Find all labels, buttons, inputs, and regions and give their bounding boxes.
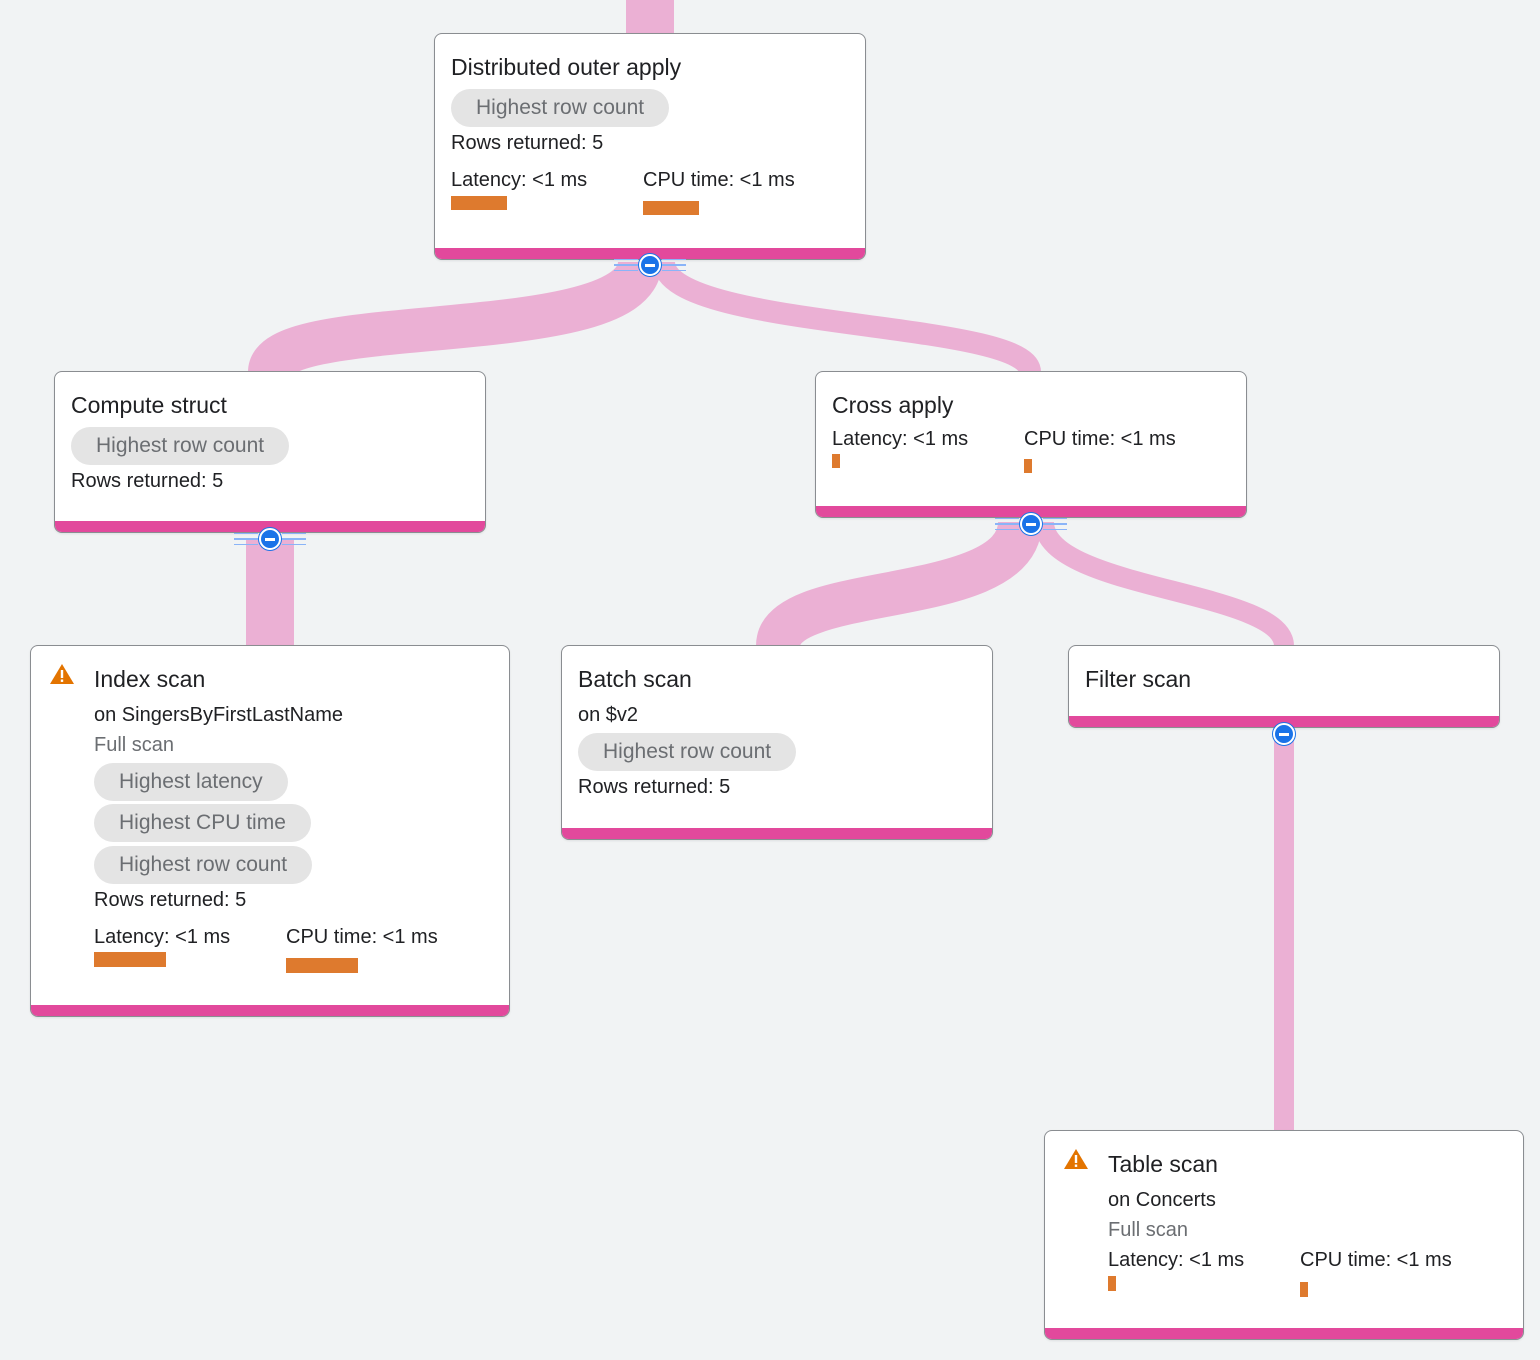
node-index-scan[interactable]: Index scan on SingersByFirstLastName Ful… — [30, 645, 510, 1017]
edge-outer-apply-to-cross-apply — [653, 259, 1041, 376]
node-title: Compute struct — [71, 392, 227, 418]
node-title: Index scan — [94, 666, 206, 692]
node-title: Filter scan — [1085, 666, 1192, 692]
collapse-minus-icon[interactable] — [639, 254, 661, 276]
collapse-minus-icon[interactable] — [1273, 723, 1295, 745]
collapse-cross-apply-toggle[interactable] — [995, 513, 1067, 535]
connector-lines-right — [282, 533, 306, 545]
cpu-time-bar — [286, 958, 358, 973]
highest-row-count-badge: Highest row count — [451, 89, 670, 127]
cpu-time-bar — [643, 201, 699, 215]
node-title: Batch scan — [578, 666, 692, 692]
rows-returned: Rows returned: 5 — [94, 889, 247, 911]
latency-bar — [832, 454, 840, 468]
node-distributed-outer-apply[interactable]: Distributed outer apply Highest row coun… — [434, 33, 866, 260]
highest-row-count-badge: Highest row count — [578, 733, 797, 771]
node-cross-apply[interactable]: Cross apply Latency: <1 ms CPU time: <1 … — [815, 371, 1247, 518]
warning-triangle-icon — [1064, 1149, 1088, 1169]
edge-cross-apply-to-batch-scan — [756, 519, 1042, 651]
cpu-time-bar — [1300, 1282, 1308, 1297]
cpu-time-label: CPU time: <1 ms — [1300, 1249, 1452, 1271]
cpu-time-label: CPU time: <1 ms — [286, 926, 438, 948]
cpu-time-label: CPU time: <1 ms — [643, 169, 795, 191]
collapse-compute-struct-toggle[interactable] — [234, 528, 306, 550]
collapse-minus-icon[interactable] — [259, 528, 281, 550]
highest-row-count-badge: Highest row count — [94, 846, 313, 884]
latency-bar — [451, 196, 507, 210]
scan-type: Full scan — [1108, 1219, 1189, 1241]
edge-cross-apply-to-filter-scan — [1034, 520, 1294, 649]
node-batch-scan[interactable]: Batch scan on $v2 Highest row count Rows… — [561, 645, 993, 840]
cpu-time-bar — [1024, 459, 1032, 473]
node-title: Cross apply — [832, 392, 954, 418]
connector-lines-left — [995, 518, 1019, 530]
latency-label: Latency: <1 ms — [1108, 1249, 1245, 1271]
scan-target: on SingersByFirstLastName — [94, 704, 343, 726]
latency-label: Latency: <1 ms — [832, 428, 969, 450]
scan-type: Full scan — [94, 734, 175, 756]
edge-outer-apply-to-compute-struct — [248, 258, 662, 380]
highest-row-count-badge: Highest row count — [71, 427, 290, 465]
latency-label: Latency: <1 ms — [94, 926, 231, 948]
highest-latency-badge: Highest latency — [94, 763, 288, 801]
rows-returned: Rows returned: 5 — [578, 776, 731, 798]
rows-returned: Rows returned: 5 — [71, 470, 224, 492]
collapse-outer-apply-toggle[interactable] — [614, 254, 686, 276]
scan-target: on $v2 — [578, 704, 639, 726]
node-table-scan[interactable]: Table scan on Concerts Full scan Latency… — [1044, 1130, 1524, 1340]
latency-bar — [1108, 1276, 1116, 1291]
highest-cpu-time-badge: Highest CPU time — [94, 804, 311, 842]
cpu-time-label: CPU time: <1 ms — [1024, 428, 1176, 450]
connector-lines-right — [662, 259, 686, 271]
connector-lines-left — [234, 533, 258, 545]
collapse-minus-icon[interactable] — [1020, 513, 1042, 535]
latency-label: Latency: <1 ms — [451, 169, 588, 191]
connector-lines-right — [1043, 518, 1067, 530]
node-title: Distributed outer apply — [451, 54, 682, 80]
node-filter-scan[interactable]: Filter scan — [1068, 645, 1500, 728]
warning-triangle-icon — [50, 664, 74, 684]
rows-returned: Rows returned: 5 — [451, 132, 604, 154]
scan-target: on Concerts — [1108, 1189, 1216, 1211]
collapse-filter-scan-toggle[interactable] — [1248, 723, 1320, 745]
node-compute-struct[interactable]: Compute struct Highest row count Rows re… — [54, 371, 486, 533]
latency-bar — [94, 952, 166, 967]
connector-lines-left — [614, 259, 638, 271]
node-title: Table scan — [1108, 1151, 1218, 1177]
